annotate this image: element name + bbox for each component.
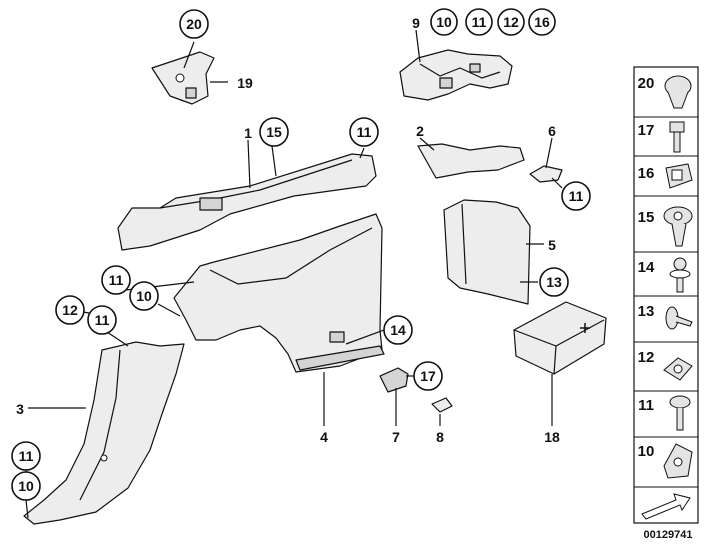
callout-19[interactable]: 19 bbox=[237, 75, 253, 91]
svg-text:8: 8 bbox=[436, 429, 444, 445]
svg-text:15: 15 bbox=[638, 209, 655, 226]
svg-text:19: 19 bbox=[237, 75, 253, 91]
svg-text:15: 15 bbox=[266, 124, 282, 140]
part-cap-6 bbox=[529, 165, 563, 183]
svg-text:5: 5 bbox=[548, 237, 556, 253]
callout-15[interactable]: 15 bbox=[259, 117, 289, 147]
svg-text:16: 16 bbox=[534, 14, 550, 30]
legend-item-11[interactable]: 11 bbox=[638, 395, 691, 431]
svg-text:1: 1 bbox=[244, 125, 252, 141]
callout-20-top[interactable]: 20 bbox=[179, 9, 209, 39]
svg-text:12: 12 bbox=[503, 14, 519, 30]
callout-10-top[interactable]: 10 bbox=[430, 8, 458, 36]
svg-text:14: 14 bbox=[390, 322, 406, 338]
svg-text:17: 17 bbox=[638, 122, 655, 139]
fastener-legend: 20 17 16 15 14 13 bbox=[633, 66, 699, 524]
part-panel-5 bbox=[443, 199, 531, 305]
svg-text:4: 4 bbox=[320, 429, 328, 445]
leader-lines bbox=[25, 29, 563, 519]
svg-text:20: 20 bbox=[186, 16, 202, 32]
callout-11-trim[interactable]: 11 bbox=[349, 117, 379, 147]
legend-item-17[interactable]: 17 bbox=[638, 121, 685, 153]
legend-item-13[interactable]: 13 bbox=[638, 303, 693, 330]
svg-text:16: 16 bbox=[638, 165, 655, 182]
callout-8[interactable]: 8 bbox=[436, 429, 444, 445]
svg-text:9: 9 bbox=[412, 15, 420, 31]
callout-18[interactable]: 18 bbox=[544, 429, 560, 445]
svg-text:12: 12 bbox=[62, 302, 78, 318]
svg-text:11: 11 bbox=[638, 397, 654, 414]
callout-2[interactable]: 2 bbox=[416, 123, 424, 139]
callout-11-left[interactable]: 11 bbox=[101, 265, 131, 295]
svg-text:11: 11 bbox=[357, 124, 372, 140]
legend-item-15[interactable]: 15 bbox=[638, 206, 693, 247]
legend-item-12[interactable]: 12 bbox=[638, 349, 693, 381]
part-mechanism-9 bbox=[399, 49, 513, 101]
part-pillar-3 bbox=[23, 341, 185, 525]
svg-text:6: 6 bbox=[548, 123, 556, 139]
callout-3[interactable]: 3 bbox=[16, 401, 24, 417]
callout-12-left[interactable]: 12 bbox=[55, 295, 85, 325]
part-trim-2 bbox=[417, 143, 525, 179]
callout-12-top[interactable]: 12 bbox=[497, 8, 525, 36]
svg-text:17: 17 bbox=[420, 368, 436, 384]
part-clip-17 bbox=[379, 367, 409, 393]
callout-10-bottom[interactable]: 10 bbox=[11, 471, 41, 501]
direction-arrow-icon bbox=[641, 493, 691, 520]
callout-1[interactable]: 1 bbox=[244, 125, 252, 141]
part-cap-8 bbox=[431, 397, 453, 413]
callout-13[interactable]: 13 bbox=[539, 267, 569, 297]
svg-text:11: 11 bbox=[472, 14, 487, 30]
svg-text:11: 11 bbox=[19, 448, 34, 464]
svg-text:11: 11 bbox=[109, 272, 124, 288]
legend-item-20[interactable]: 20 bbox=[638, 75, 692, 109]
part-firstaid-box-18 bbox=[513, 301, 607, 375]
callout-7[interactable]: 7 bbox=[392, 429, 400, 445]
callout-11-top[interactable]: 11 bbox=[465, 8, 493, 36]
svg-text:10: 10 bbox=[638, 443, 655, 460]
callout-10-left[interactable]: 10 bbox=[129, 281, 159, 311]
callout-11-bottom[interactable]: 11 bbox=[11, 441, 41, 471]
document-number: 00129741 bbox=[643, 529, 693, 541]
svg-text:12: 12 bbox=[638, 349, 655, 366]
svg-text:13: 13 bbox=[638, 303, 655, 320]
svg-text:20: 20 bbox=[638, 75, 655, 92]
svg-text:10: 10 bbox=[18, 478, 34, 494]
svg-text:7: 7 bbox=[392, 429, 400, 445]
svg-text:3: 3 bbox=[16, 401, 24, 417]
svg-text:10: 10 bbox=[136, 288, 152, 304]
callout-17[interactable]: 17 bbox=[413, 361, 443, 391]
part-bracket-19 bbox=[151, 51, 215, 105]
legend-item-14[interactable]: 14 bbox=[638, 257, 691, 293]
callout-4[interactable]: 4 bbox=[320, 429, 328, 445]
svg-text:10: 10 bbox=[436, 14, 452, 30]
callout-5[interactable]: 5 bbox=[548, 237, 556, 253]
legend-item-16[interactable]: 16 bbox=[638, 163, 693, 189]
callout-11-pillar[interactable]: 11 bbox=[87, 305, 117, 335]
svg-text:11: 11 bbox=[95, 312, 110, 328]
callout-11-cap[interactable]: 11 bbox=[561, 181, 591, 211]
part-trim-1 bbox=[117, 153, 377, 251]
part-trim-4 bbox=[173, 213, 385, 373]
callout-16-top[interactable]: 16 bbox=[528, 8, 556, 36]
callout-6[interactable]: 6 bbox=[548, 123, 556, 139]
legend-item-10[interactable]: 10 bbox=[638, 443, 693, 479]
svg-text:2: 2 bbox=[416, 123, 424, 139]
svg-text:18: 18 bbox=[544, 429, 560, 445]
svg-text:11: 11 bbox=[569, 188, 584, 204]
svg-text:14: 14 bbox=[638, 259, 655, 276]
callout-14[interactable]: 14 bbox=[383, 315, 413, 345]
callout-9[interactable]: 9 bbox=[412, 15, 420, 31]
svg-text:13: 13 bbox=[546, 274, 562, 290]
